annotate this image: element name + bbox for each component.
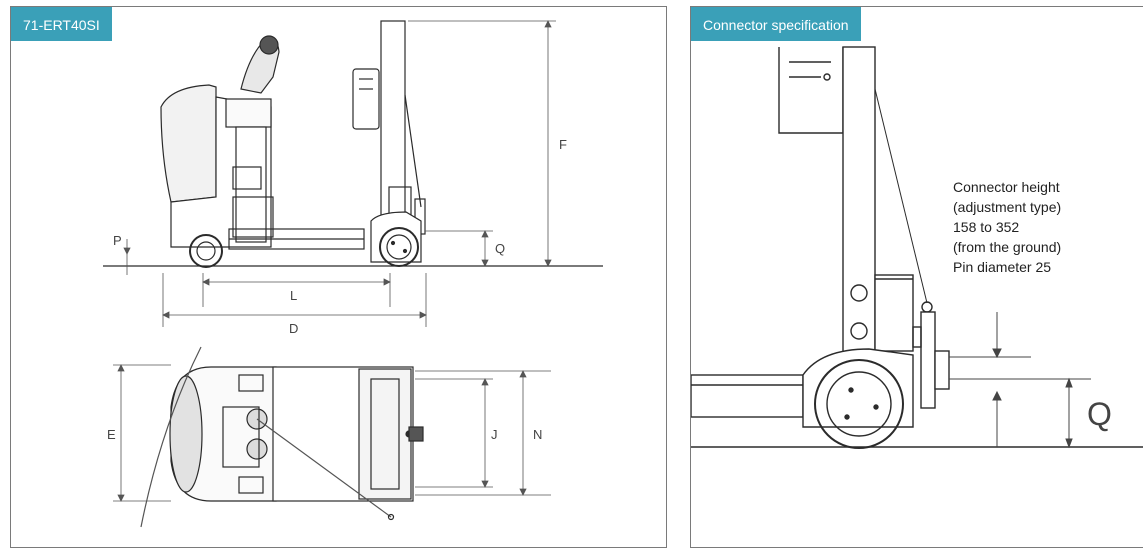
rear-hood: [160, 84, 217, 203]
front-wheel: [814, 359, 904, 449]
rear-wheel: [189, 234, 223, 268]
spec-drawing-panel: 71-ERT40SI: [10, 6, 667, 548]
note-line-4: (from the ground): [953, 239, 1062, 255]
connector-height-dimension: [949, 312, 1091, 449]
connector-drawing: Q: [691, 46, 1143, 449]
top-console: [222, 406, 260, 468]
mast: [380, 20, 406, 222]
dim-label-P: P: [113, 233, 122, 248]
q-dimension-label: Q: [1087, 396, 1112, 432]
connector-spec-note: Connector height (adjustment type) 158 t…: [953, 177, 1061, 277]
dim-label-E: E: [107, 427, 116, 442]
top-view: [140, 346, 424, 528]
connector-spec-title-tag: Connector specification: [691, 7, 861, 41]
side-box: [232, 196, 274, 238]
mast-bracket: [352, 68, 380, 130]
dim-label-L: L: [290, 288, 297, 303]
note-line-2: (adjustment type): [953, 199, 1062, 215]
front-wheel: [379, 227, 419, 267]
note-line-5: Pin diameter 25: [953, 259, 1052, 275]
top-mast-frame: [358, 368, 412, 500]
dim-label-N: N: [533, 427, 542, 442]
mast-bracket: [778, 47, 844, 134]
side-label-plate: [232, 166, 262, 190]
dim-label-J: J: [491, 427, 498, 442]
side-dimensions: [123, 20, 556, 327]
dim-label-F: F: [559, 137, 567, 152]
connector-pin: [920, 311, 936, 409]
deck-frame: [691, 374, 804, 418]
hose-line: [404, 94, 422, 208]
note-line-3: 158 to 352: [953, 219, 1020, 235]
tractor-drawing: F Q P L D: [103, 20, 603, 528]
connector-housing: [874, 274, 914, 352]
mast-column: [842, 46, 876, 358]
connector-detail-panel: Q Connector specification Connector heig…: [690, 6, 1143, 548]
model-title-tag: 71-ERT40SI: [11, 7, 112, 41]
note-line-1: Connector height: [953, 179, 1060, 195]
dim-label-D: D: [289, 321, 298, 336]
top-dimensions: [113, 364, 551, 502]
dim-label-Q: Q: [495, 241, 505, 256]
body-panel: [225, 98, 272, 128]
tiller-head: [259, 35, 279, 55]
